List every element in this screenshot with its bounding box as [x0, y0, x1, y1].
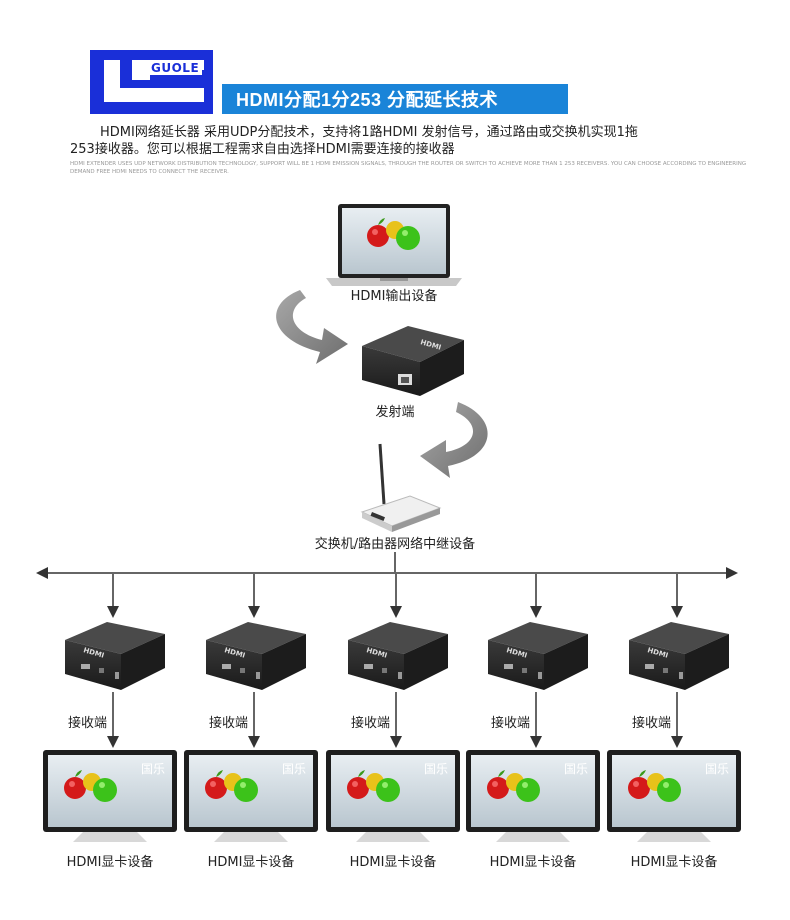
bus-arrow-left: [36, 567, 48, 579]
display-label: HDMI显卡设备: [490, 854, 577, 870]
transmitter-device-icon: HDMI: [362, 326, 464, 396]
display-label: HDMI显卡设备: [208, 854, 295, 870]
intro-english: HDMI EXTENDER USES UDP NETWORK DISTRIBUT…: [70, 161, 747, 175]
receiver-label: 接收端: [491, 715, 530, 731]
intro-line-2: 253接收器。您可以根据工程需求自由选择HDMI需要连接的接收器: [70, 142, 455, 157]
monitor-watermark: 国乐: [705, 762, 729, 776]
logo-text: GUOLE: [148, 62, 203, 75]
monitor-watermark: 国乐: [564, 762, 588, 776]
laptop-icon: [326, 204, 462, 286]
monitor-icon: 国乐: [43, 750, 177, 842]
source-label: HDMI输出设备: [351, 288, 438, 304]
intro-text: HDMI网络延长器 采用UDP分配技术，支持将1路HDMI 发射信号，通过路由或…: [70, 124, 750, 158]
receiver-label: 接收端: [351, 715, 390, 731]
monitor-icon: 国乐: [326, 750, 460, 842]
monitor-icon: 国乐: [184, 750, 318, 842]
title-banner: [222, 84, 568, 114]
monitor-icon: 国乐: [466, 750, 600, 842]
receiver-device-icon: HDMI: [65, 622, 165, 690]
receiver-label: 接收端: [209, 715, 248, 731]
curved-arrow-icon: [276, 290, 348, 364]
monitor-watermark: 国乐: [424, 762, 448, 776]
transmitter-label: 发射端: [375, 404, 414, 420]
receiver-device-icon: HDMI: [348, 622, 448, 690]
monitor-watermark: 国乐: [282, 762, 306, 776]
banner-title: HDMI分配1分253 分配延长技术: [236, 90, 499, 110]
receiver-device-icon: HDMI: [488, 622, 588, 690]
guole-logo: [90, 50, 213, 114]
receiver-device-icon: HDMI: [206, 622, 306, 690]
monitor-icon: 国乐: [607, 750, 741, 842]
display-label: HDMI显卡设备: [67, 854, 154, 870]
curved-arrow-icon: [420, 402, 488, 478]
display-label: HDMI显卡设备: [631, 854, 718, 870]
bus-arrow-right: [726, 567, 738, 579]
receiver-label: 接收端: [68, 715, 107, 731]
receiver-device-icon: HDMI: [629, 622, 729, 690]
router-icon: [360, 443, 442, 532]
display-label: HDMI显卡设备: [350, 854, 437, 870]
receiver-label: 接收端: [632, 715, 671, 731]
switch-label: 交换机/路由器网络中继设备: [315, 536, 475, 552]
monitor-watermark: 国乐: [141, 762, 165, 776]
intro-line-1: HDMI网络延长器 采用UDP分配技术，支持将1路HDMI 发射信号，通过路由或…: [100, 125, 638, 140]
